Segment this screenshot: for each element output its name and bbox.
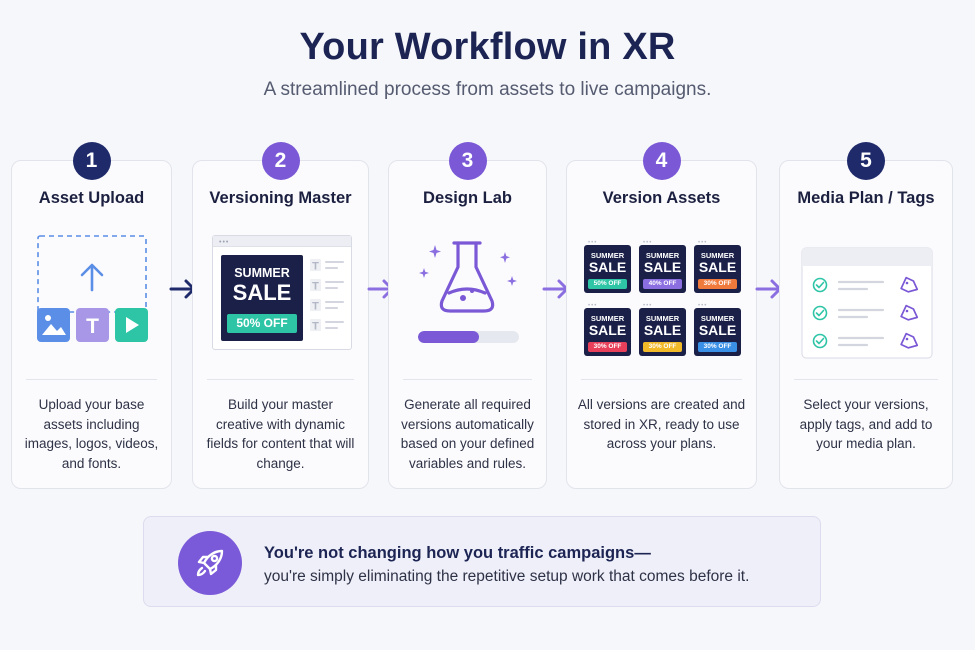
page-title: Your Workflow in XR bbox=[299, 26, 676, 68]
banner-headline: You're not changing how you traffic camp… bbox=[264, 544, 651, 562]
step-title: Design Lab bbox=[423, 189, 512, 207]
version-line2: SALE bbox=[588, 322, 627, 338]
version-offer: 30% OFF bbox=[698, 279, 737, 289]
version-line1: SUMMER bbox=[590, 251, 625, 260]
step-title: Media Plan / Tags bbox=[797, 189, 935, 207]
generation-progress-bar bbox=[418, 331, 519, 343]
step-number-badge: 5 bbox=[847, 142, 885, 180]
creative-line2: SALE bbox=[232, 280, 292, 305]
master-creative-illustration: ••• SUMMER SALE 50% OFF T T T T bbox=[212, 235, 352, 351]
version-line1: SUMMER bbox=[645, 251, 680, 260]
version-offer: 40% OFF bbox=[643, 279, 682, 289]
step-title: Asset Upload bbox=[38, 189, 145, 207]
version-offer: 30% OFF bbox=[588, 342, 627, 352]
card-divider bbox=[581, 379, 742, 380]
video-play-icon bbox=[115, 308, 148, 342]
step-card-1: 1 Asset Upload T Upload your base bbox=[11, 142, 172, 489]
step-card-3: 3 Design Lab Generate all required versi… bbox=[388, 142, 547, 489]
image-icon bbox=[37, 308, 70, 342]
window-dots: ••• bbox=[588, 240, 598, 246]
version-offer: 50% OFF bbox=[588, 279, 627, 289]
version-line1: SUMMER bbox=[645, 314, 680, 323]
svg-text:T: T bbox=[312, 321, 319, 333]
master-creative: SUMMER SALE 50% OFF bbox=[221, 255, 303, 341]
svg-text:T: T bbox=[312, 301, 319, 313]
svg-text:T: T bbox=[312, 281, 319, 293]
window-dots: ••• bbox=[698, 303, 708, 309]
svg-text:T: T bbox=[312, 261, 319, 273]
step-card-2: 2 Versioning Master ••• SUMMER SALE 50% … bbox=[192, 142, 369, 489]
media-plan-illustration bbox=[801, 247, 934, 361]
browser-window: ••• SUMMER SALE 50% OFF T T T T bbox=[212, 235, 352, 350]
version-line2: SALE bbox=[588, 259, 627, 275]
svg-text:T: T bbox=[86, 315, 99, 338]
window-dots: ••• bbox=[643, 240, 653, 246]
step-title: Versioning Master bbox=[209, 189, 352, 207]
version-line2: SALE bbox=[698, 259, 737, 275]
step-number-badge: 1 bbox=[72, 142, 111, 180]
step-number-badge: 3 bbox=[448, 142, 487, 180]
version-line2: SALE bbox=[698, 322, 737, 338]
window-dots: ••• bbox=[588, 303, 598, 309]
step-description: All versions are created and stored in X… bbox=[577, 397, 746, 451]
step-description: Select your versions, apply tags, and ad… bbox=[799, 397, 933, 451]
version-line1: SUMMER bbox=[700, 251, 735, 260]
step-description: Generate all required versions automatic… bbox=[400, 397, 535, 471]
callout-banner: You're not changing how you traffic camp… bbox=[143, 516, 821, 607]
tag-icon bbox=[900, 276, 919, 349]
text-icon: T bbox=[76, 308, 109, 342]
creative-line1: SUMMER bbox=[234, 266, 290, 280]
banner-subtext: you're simply eliminating the repetitive… bbox=[264, 568, 750, 585]
step-description: Build your master creative with dynamic … bbox=[206, 397, 355, 471]
upload-arrow-icon bbox=[80, 263, 104, 292]
card-divider bbox=[403, 379, 532, 380]
version-line1: SUMMER bbox=[700, 314, 735, 323]
rocket-icon bbox=[178, 531, 242, 595]
version-line2: SALE bbox=[643, 322, 682, 338]
upload-illustration: T bbox=[36, 234, 151, 346]
dynamic-fields: T T T T bbox=[309, 258, 349, 343]
window-dots: ••• bbox=[698, 240, 708, 246]
step-number-badge: 4 bbox=[642, 142, 681, 180]
window-dots: ••• bbox=[643, 303, 653, 309]
card-divider bbox=[207, 379, 354, 380]
upload-dropzone bbox=[37, 235, 147, 313]
version-offer: 30% OFF bbox=[643, 342, 682, 352]
creative-offer: 50% OFF bbox=[227, 314, 297, 333]
step-card-5: 5 Media Plan / Tags Select your v bbox=[779, 142, 953, 489]
flask-icon bbox=[417, 241, 521, 319]
step-title: Version Assets bbox=[602, 189, 721, 207]
progress-fill bbox=[418, 331, 479, 343]
page-subtitle: A streamlined process from assets to liv… bbox=[263, 79, 712, 100]
check-circle-icon bbox=[812, 277, 828, 349]
step-description: Upload your base assets including images… bbox=[24, 397, 159, 471]
version-line1: SUMMER bbox=[590, 314, 625, 323]
version-offer: 30% OFF bbox=[698, 342, 737, 352]
step-number-badge: 2 bbox=[261, 142, 300, 180]
version-line2: SALE bbox=[643, 259, 682, 275]
card-divider bbox=[26, 379, 157, 380]
card-divider bbox=[794, 379, 938, 380]
